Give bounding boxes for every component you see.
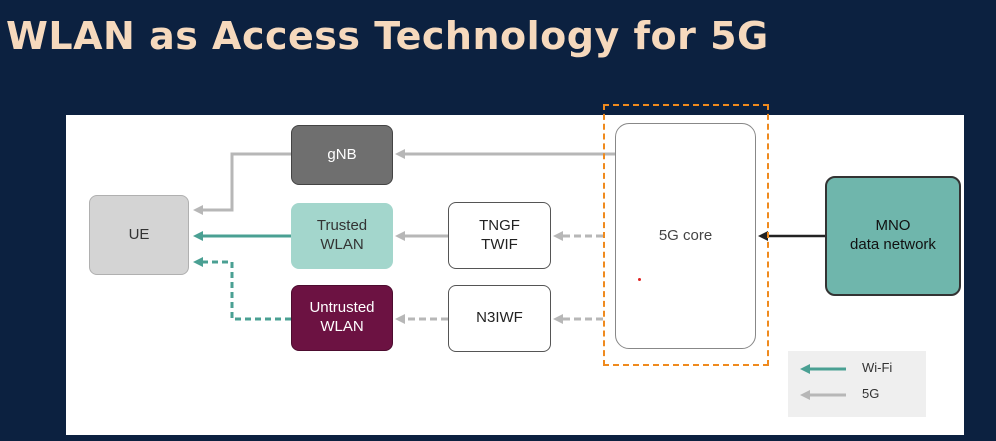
ue-node: UE: [89, 195, 189, 275]
legend-arrows: [800, 364, 846, 400]
n3iwf-label: N3IWF: [476, 309, 523, 327]
core-label: 5G core: [658, 226, 713, 244]
mno-label: MNO data network: [850, 217, 936, 253]
arrow-gnb-to-ue: [193, 152, 291, 215]
slide-title: WLAN as Access Technology for 5G: [6, 14, 769, 58]
gnb-node: gNB: [291, 125, 393, 185]
trusted-wlan-node: Trusted WLAN: [291, 203, 393, 269]
tngf-twif-label: TNGF TWIF: [479, 216, 520, 253]
untrusted-wlan-node: Untrusted WLAN: [291, 285, 393, 351]
trusted-wlan-label: Trusted WLAN: [316, 217, 368, 253]
core-node: 5G core: [615, 123, 756, 349]
red-dot: [638, 278, 641, 281]
n3iwf-node: N3IWF: [448, 285, 551, 352]
legend-wifi-label: Wi-Fi: [862, 360, 893, 375]
ue-label: UE: [128, 225, 150, 243]
arrow-untrusted-to-ue: [193, 257, 291, 321]
legend: Wi-Fi 5G: [788, 351, 926, 417]
tngf-twif-node: TNGF TWIF: [448, 202, 551, 269]
core-highlight-box: [603, 104, 769, 366]
legend-5g-label: 5G: [862, 386, 880, 401]
mno-node: MNO data network: [825, 176, 961, 296]
untrusted-wlan-label: Untrusted WLAN: [309, 299, 375, 335]
gnb-label: gNB: [327, 145, 357, 163]
